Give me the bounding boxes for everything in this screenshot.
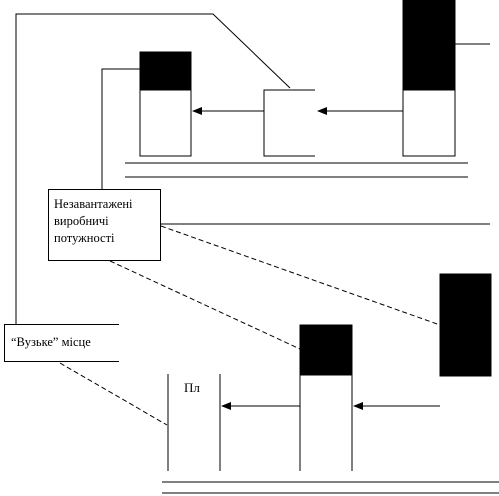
process-1-upper bbox=[139, 51, 192, 91]
pl-label: Пл bbox=[184, 380, 200, 395]
process-6-block bbox=[439, 273, 492, 377]
bottleneck-label: “Вузьке” місце bbox=[4, 324, 119, 362]
unloaded-capacity-label: Незавантажені виробничі потужності bbox=[48, 189, 161, 261]
process-1-lower bbox=[139, 89, 192, 157]
connector-top-frame bbox=[15, 13, 291, 324]
connector-left-stage bbox=[101, 68, 140, 189]
leader-unloaded-to-process-5 bbox=[109, 260, 301, 350]
process-2-box bbox=[263, 89, 315, 157]
leader-unloaded-to-right bbox=[160, 225, 441, 326]
leader-bottleneck bbox=[59, 362, 168, 426]
process-3-upper bbox=[402, 0, 456, 91]
process-5-upper bbox=[299, 324, 353, 376]
process-3-lower bbox=[402, 89, 456, 157]
